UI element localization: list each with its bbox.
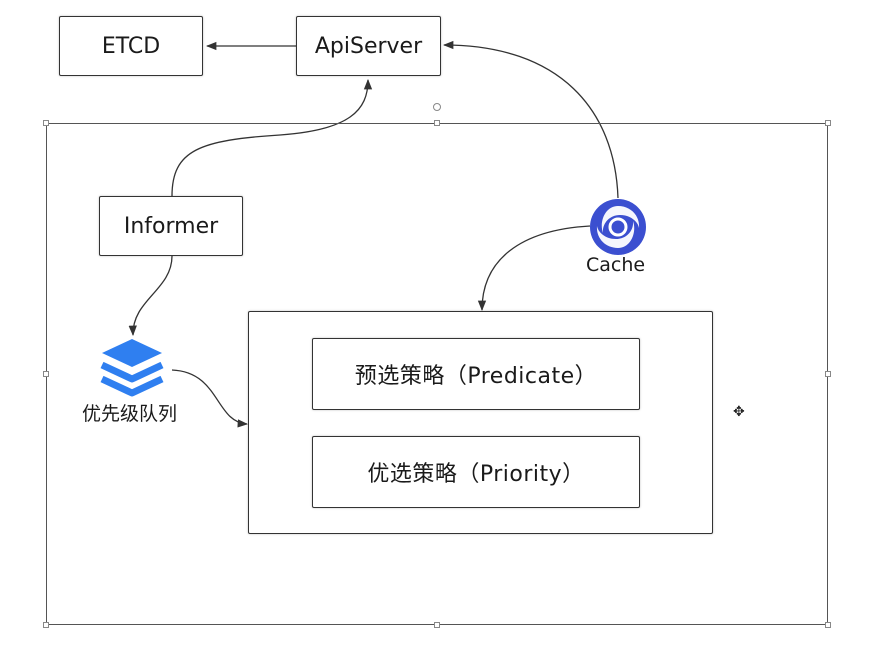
priority-label: 优选策略（Priority）: [367, 462, 585, 487]
informer-node[interactable]: Informer: [99, 196, 243, 256]
arrow-cache-to-scheduler: [477, 225, 591, 312]
predicate-node[interactable]: 预选策略（Predicate）: [312, 338, 640, 410]
priority-node[interactable]: 优选策略（Priority）: [312, 436, 640, 508]
etcd-label: ETCD: [101, 33, 161, 59]
arrow-cache-to-apiserver: [442, 40, 619, 199]
queue-label: 优先级队列: [82, 403, 178, 425]
informer-label: Informer: [123, 213, 219, 239]
arrow-informer-to-queue: [128, 255, 173, 337]
move-cursor-icon: ✥: [733, 404, 745, 420]
resize-handle-bottom-right[interactable]: [825, 622, 831, 628]
queue-node[interactable]: [98, 337, 166, 401]
cache-node[interactable]: [589, 198, 647, 256]
apiserver-label: ApiServer: [314, 33, 423, 59]
resize-handle-bottom-left[interactable]: [43, 622, 49, 628]
apiserver-node[interactable]: ApiServer: [296, 16, 441, 76]
cache-label: Cache: [586, 254, 646, 276]
arrow-queue-to-scheduler: [171, 369, 249, 428]
cache-swirl-icon: [590, 199, 646, 255]
resize-handle-top-left[interactable]: [43, 120, 49, 126]
resize-handle-middle-right[interactable]: [825, 371, 831, 377]
predicate-label: 预选策略（Predicate）: [354, 364, 598, 389]
rotate-handle[interactable]: [433, 103, 441, 111]
resize-handle-bottom-middle[interactable]: [434, 622, 440, 628]
etcd-node[interactable]: ETCD: [59, 16, 203, 76]
arrow-informer-to-apiserver: [171, 78, 373, 197]
resize-handle-top-right[interactable]: [825, 120, 831, 126]
layers-stack-icon: [100, 339, 164, 397]
resize-handle-middle-left[interactable]: [43, 371, 49, 377]
resize-handle-top-middle[interactable]: [434, 120, 440, 126]
